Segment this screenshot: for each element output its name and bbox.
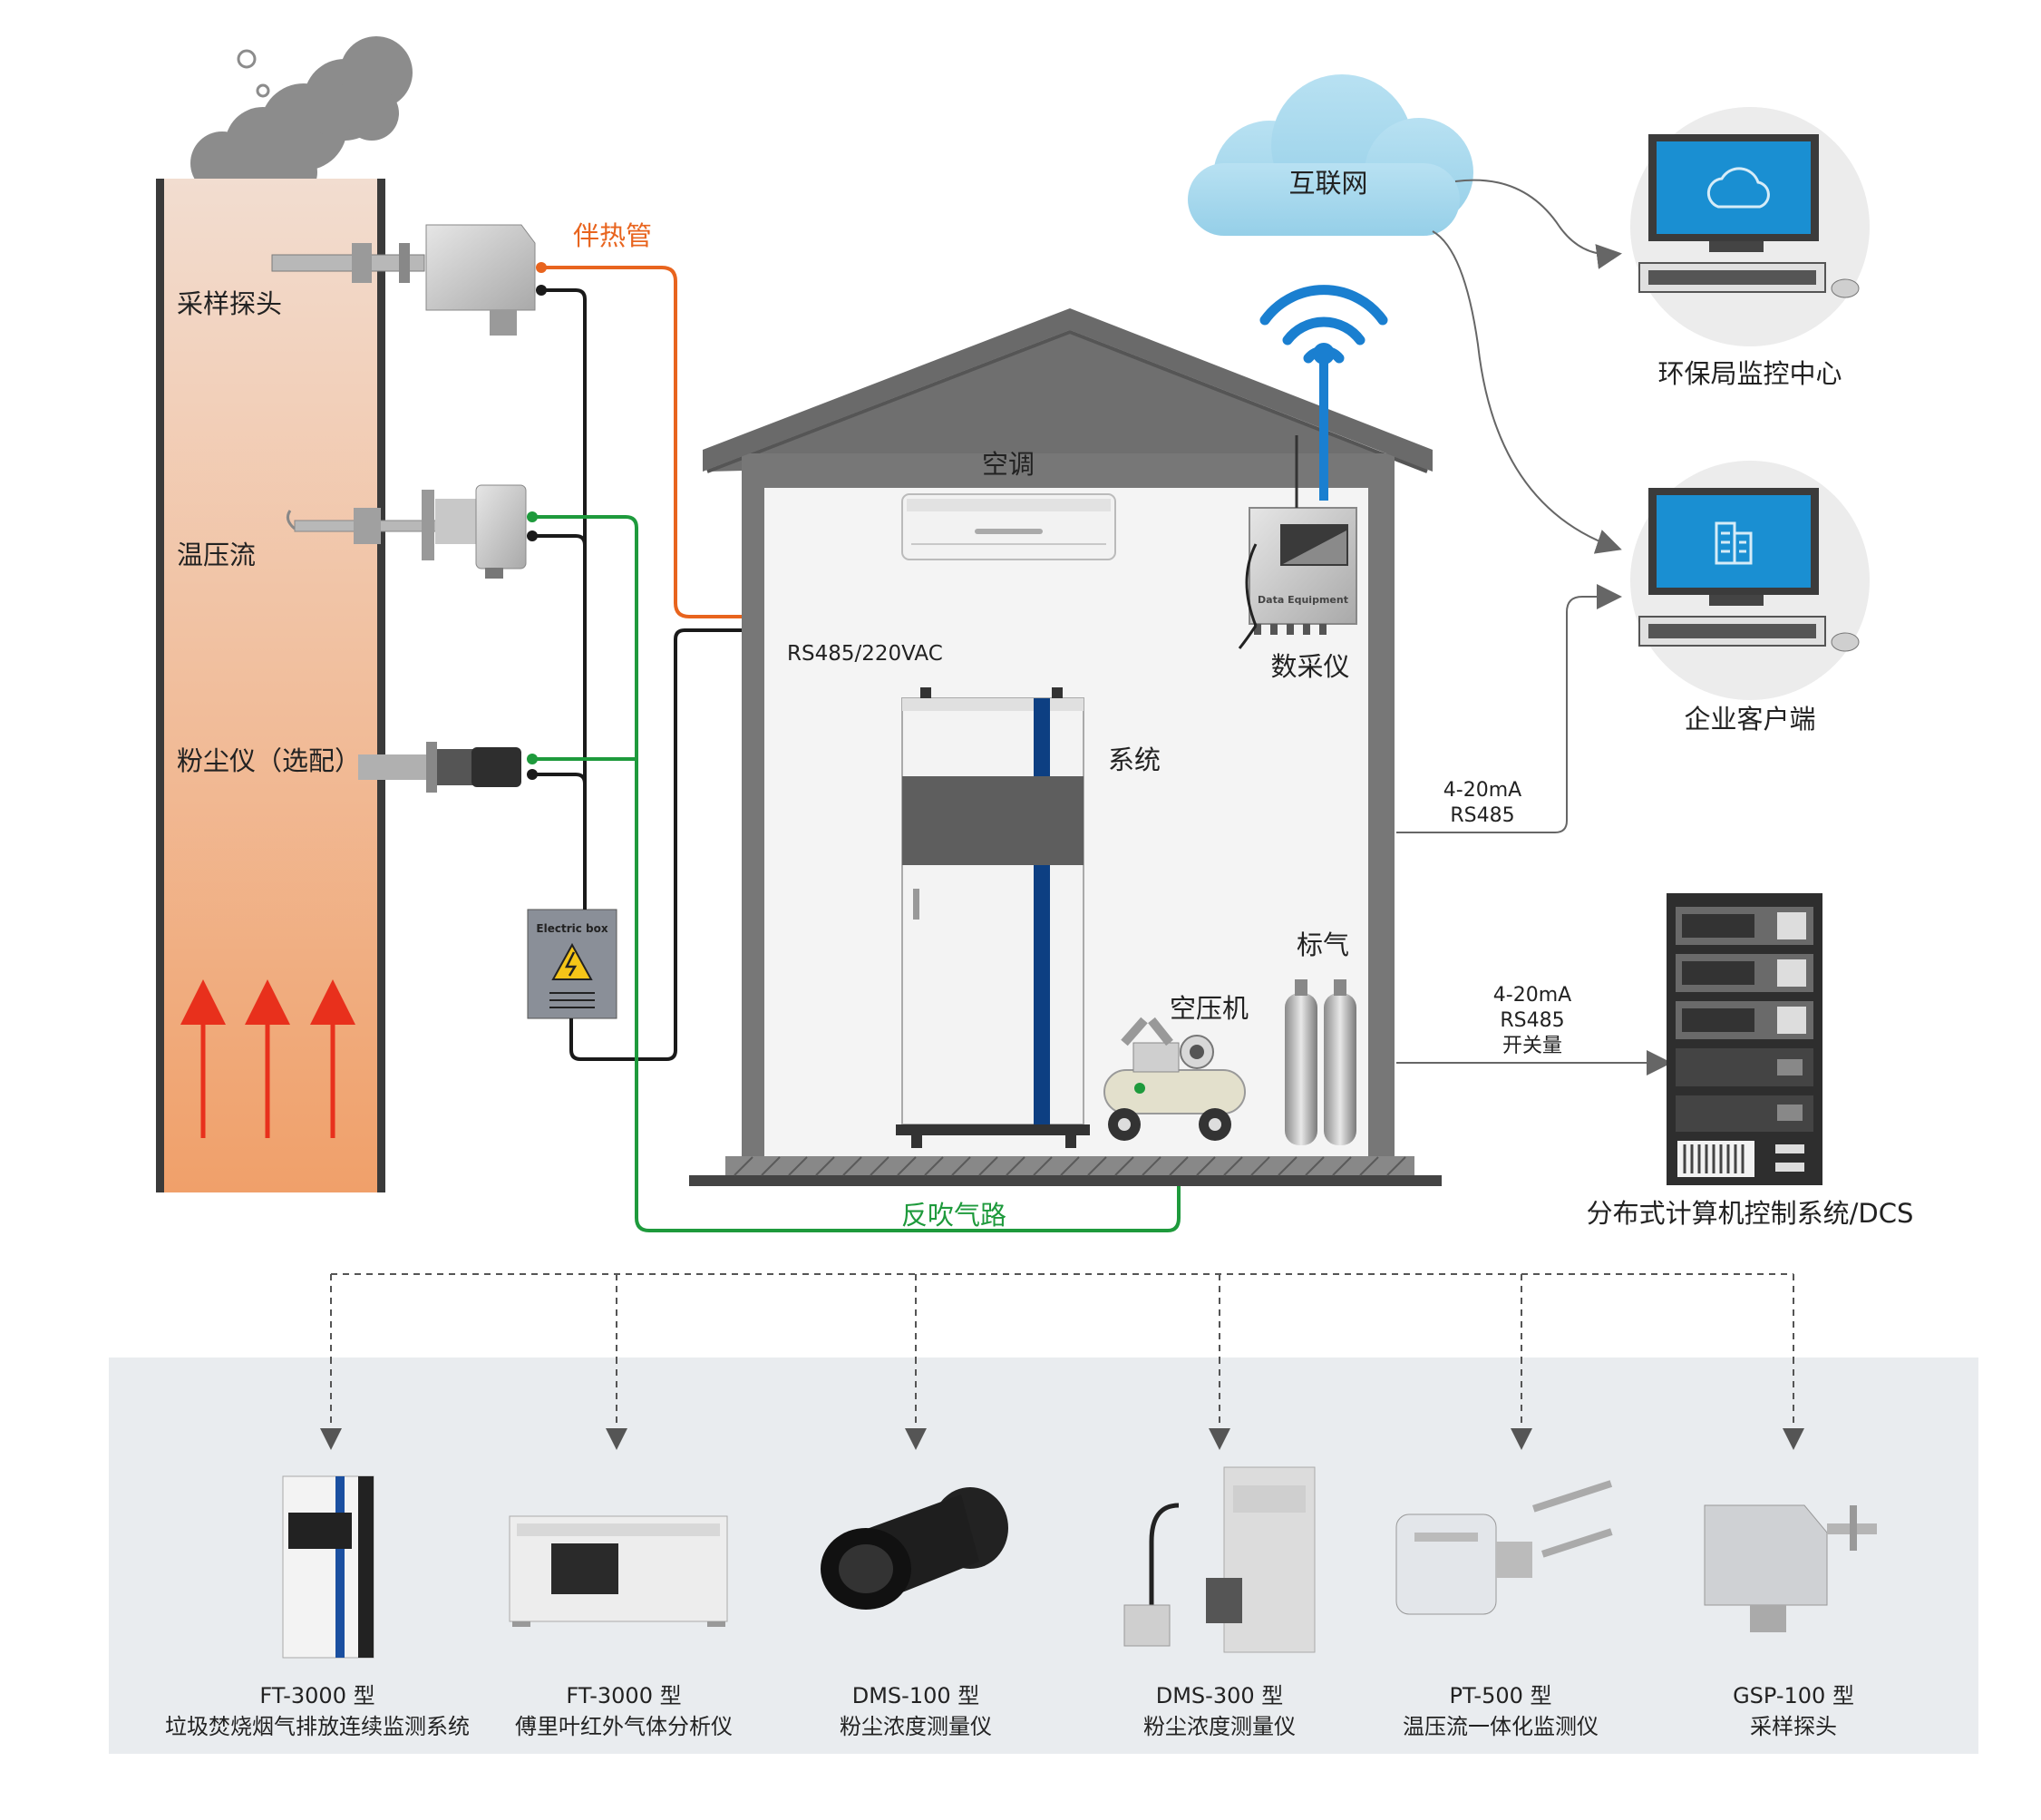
calibration-gas-cylinders bbox=[1285, 979, 1356, 1145]
rs485-220vac-label: RS485/220VAC bbox=[787, 642, 943, 666]
product-ft3000-cems-image bbox=[282, 1475, 374, 1659]
cable-nodes bbox=[527, 285, 547, 780]
product-5-name: 温压流一体化监测仪 bbox=[1403, 1714, 1599, 1739]
antenna-mast bbox=[1319, 354, 1328, 501]
cloud-icon bbox=[1706, 167, 1770, 209]
product-pt500-image bbox=[1395, 1480, 1613, 1615]
product-4-name: 粉尘浓度测量仪 bbox=[1143, 1714, 1296, 1739]
product-6-model: GSP-100 型 bbox=[1733, 1683, 1854, 1708]
internet-label: 互联网 bbox=[1288, 168, 1367, 199]
product-5-model: PT-500 型 bbox=[1449, 1683, 1551, 1708]
sampling-probe bbox=[271, 224, 536, 336]
building-icon bbox=[1715, 521, 1753, 565]
enterprise-computer bbox=[1630, 461, 1870, 700]
product-3-model: DMS-100 型 bbox=[852, 1683, 980, 1708]
chimney bbox=[156, 179, 385, 1192]
air-compressor bbox=[1103, 1017, 1246, 1141]
compressor-label: 空压机 bbox=[1170, 993, 1249, 1024]
product-gsp100-image bbox=[1704, 1504, 1877, 1632]
product-dms100-image bbox=[821, 1487, 1008, 1610]
link2-line1: 4-20mA bbox=[1493, 984, 1571, 1007]
link2-line3: 开关量 bbox=[1502, 1035, 1562, 1057]
data-acquisition-label: 数采仪 bbox=[1270, 651, 1349, 682]
product-panel bbox=[109, 1358, 1978, 1754]
data-acquisition-unit: Data Equipment bbox=[1238, 435, 1357, 649]
analyzer-cabinet bbox=[896, 687, 1090, 1148]
calibration-gas-label: 标气 bbox=[1297, 929, 1349, 960]
electric-box-label: Electric box bbox=[536, 922, 607, 935]
air-conditioner bbox=[901, 493, 1116, 560]
sampling-probe-label: 采样探头 bbox=[177, 288, 282, 319]
dcs-rack bbox=[1667, 893, 1822, 1185]
epb-computer bbox=[1630, 107, 1870, 346]
product-dms300-image bbox=[1123, 1466, 1316, 1653]
product-ft3000-ftir-image bbox=[509, 1515, 728, 1627]
electric-box: Electric box bbox=[527, 909, 617, 1019]
dust-meter-label: 粉尘仪（选配） bbox=[177, 745, 361, 776]
network-links bbox=[1396, 179, 1672, 1075]
dust-meter-device bbox=[358, 742, 521, 793]
link1-line2: RS485 bbox=[1450, 804, 1514, 827]
link1-line1: 4-20mA bbox=[1443, 779, 1521, 802]
link2-line2: RS485 bbox=[1500, 1009, 1564, 1032]
temp-press-flow-label: 温压流 bbox=[177, 540, 256, 570]
epb-center-label: 环保局监控中心 bbox=[1657, 358, 1842, 389]
product-6-name: 采样探头 bbox=[1750, 1714, 1837, 1739]
internet-cloud bbox=[1188, 74, 1473, 236]
product-1-name: 垃圾焚烧烟气排放连续监测系统 bbox=[165, 1714, 470, 1739]
air-conditioner-label: 空调 bbox=[982, 449, 1035, 480]
system-label: 系统 bbox=[1108, 745, 1161, 775]
dcs-label: 分布式计算机控制系统/DCS bbox=[1587, 1198, 1914, 1229]
enterprise-client-label: 企业客户端 bbox=[1684, 704, 1815, 735]
product-4-model: DMS-300 型 bbox=[1156, 1683, 1284, 1708]
product-2-name: 傅里叶红外气体分析仪 bbox=[515, 1714, 733, 1739]
heat-trace-label: 伴热管 bbox=[573, 220, 652, 251]
product-2-model: FT-3000 型 bbox=[566, 1683, 681, 1708]
smoke-cloud bbox=[190, 36, 413, 200]
product-3-name: 粉尘浓度测量仪 bbox=[840, 1714, 992, 1739]
flue-gas-arrows bbox=[180, 979, 355, 1138]
product-bus-over bbox=[320, 1358, 1804, 1450]
data-equipment-text: Data Equipment bbox=[1258, 594, 1348, 606]
product-1-model: FT-3000 型 bbox=[259, 1683, 374, 1708]
temp-press-flow-probe bbox=[286, 484, 527, 579]
backblow-label: 反吹气路 bbox=[901, 1200, 1006, 1231]
high-voltage-icon bbox=[551, 942, 593, 980]
